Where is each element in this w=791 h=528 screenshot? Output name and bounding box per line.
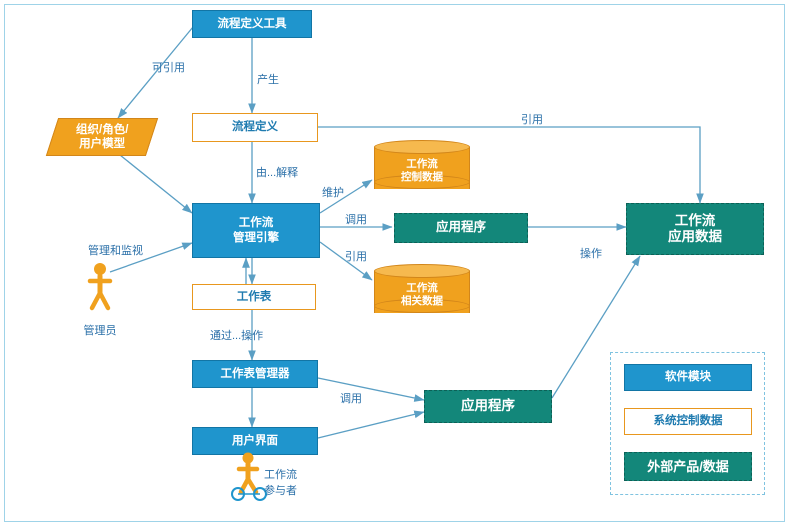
- edge-label-operate-via: 通过...操作: [210, 330, 264, 342]
- cylinder-top: [374, 140, 470, 154]
- cylinder-top: [374, 264, 470, 278]
- edge-label-generates: 产生: [257, 74, 279, 86]
- node-label: 工作表管理器: [220, 367, 290, 380]
- person-icon: [87, 263, 113, 311]
- node-label: 工作表: [236, 290, 272, 303]
- node-label: 用户界面: [232, 434, 278, 447]
- edge-label-interpreted-by: 由...解释: [256, 167, 299, 179]
- node-workflow-relevant-data[interactable]: 工作流相关数据: [374, 264, 470, 320]
- node-label: 应用程序: [435, 220, 486, 235]
- edge-label-operates: 操作: [580, 248, 602, 260]
- legend-label: 软件模块: [665, 371, 711, 384]
- node-label: 流程定义工具: [217, 17, 287, 30]
- node-user-interface[interactable]: 用户界面: [192, 427, 318, 455]
- node-label: 流程定义: [232, 121, 278, 134]
- node-workflow-engine[interactable]: 工作流管理引擎: [192, 203, 320, 258]
- legend-item-software-module: 软件模块: [624, 364, 752, 391]
- legend: 软件模块 系统控制数据 外部产品/数据: [610, 352, 765, 495]
- actor-label-administrator: 管理员: [83, 325, 117, 337]
- node-label: 工作流控制数据: [401, 157, 443, 183]
- edge-label-reference-engine: 引用: [345, 251, 367, 263]
- node-worklist[interactable]: 工作表: [192, 284, 316, 310]
- legend-label: 系统控制数据: [653, 415, 723, 428]
- diagram-frame: [4, 4, 785, 522]
- edge-label-reference-top: 引用: [521, 114, 543, 126]
- node-label: 工作流管理引擎: [233, 217, 279, 244]
- node-application-bottom[interactable]: 应用程序: [424, 390, 552, 423]
- node-process-definition[interactable]: 流程定义: [192, 113, 318, 142]
- edge-label-invoke-bottom: 调用: [340, 393, 362, 405]
- actor-label-workflow-participant: 工作流参与者: [264, 469, 297, 497]
- edge-label-maintains: 维护: [322, 187, 344, 199]
- legend-item-external-product-data: 外部产品/数据: [624, 452, 752, 481]
- node-label: 工作流应用数据: [668, 212, 722, 244]
- node-label: 应用程序: [461, 398, 515, 414]
- legend-item-system-control-data: 系统控制数据: [624, 408, 752, 435]
- cylinder-bottom: [374, 175, 470, 189]
- legend-label: 外部产品/数据: [647, 458, 729, 474]
- person-bicycle-icon: [231, 452, 267, 501]
- edge-label-manage-monitor: 管理和监视: [88, 245, 143, 257]
- edge-label-referable: 可引用: [152, 62, 185, 74]
- node-worklist-handler[interactable]: 工作表管理器: [192, 360, 318, 388]
- node-process-definition-tool[interactable]: 流程定义工具: [192, 10, 312, 38]
- node-workflow-control-data[interactable]: 工作流控制数据: [374, 140, 470, 196]
- edge-label-invoke-top: 调用: [345, 214, 367, 226]
- node-workflow-application-data[interactable]: 工作流应用数据: [626, 203, 764, 255]
- node-application-top[interactable]: 应用程序: [394, 213, 528, 243]
- node-label: 工作流相关数据: [401, 281, 443, 307]
- cylinder-bottom: [374, 299, 470, 313]
